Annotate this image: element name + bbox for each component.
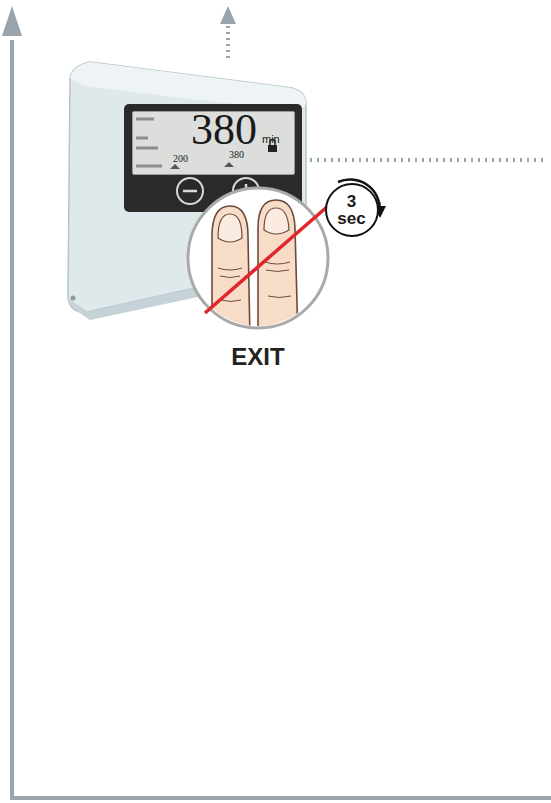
setpoint-value: 380 <box>229 150 244 160</box>
axis-line <box>12 40 551 798</box>
offset-value: 200 <box>173 154 188 164</box>
timer-circle: 3 sec <box>325 183 379 237</box>
cancel-line <box>205 206 328 313</box>
minus-symbol <box>183 190 197 193</box>
lcd-mark <box>136 147 158 150</box>
unit: min <box>262 134 280 145</box>
minus-button <box>177 178 203 204</box>
lock-icon <box>268 145 277 152</box>
dotted-arrow <box>226 26 230 58</box>
lcd-icon <box>170 162 234 169</box>
dotted-arrowhead <box>220 6 236 24</box>
exit-label: EXIT <box>231 343 284 371</box>
lock-icon <box>270 140 275 146</box>
dotted-line <box>303 158 548 162</box>
lcd-screen: 380min200380 <box>132 111 295 175</box>
device-port <box>71 296 76 301</box>
main-value: 380 <box>191 108 257 152</box>
lcd-mark <box>136 118 154 121</box>
lcd-mark <box>136 137 148 140</box>
timer-text: 3 sec <box>335 193 369 227</box>
axis-arrowhead <box>2 6 22 36</box>
lcd-mark <box>136 165 162 168</box>
